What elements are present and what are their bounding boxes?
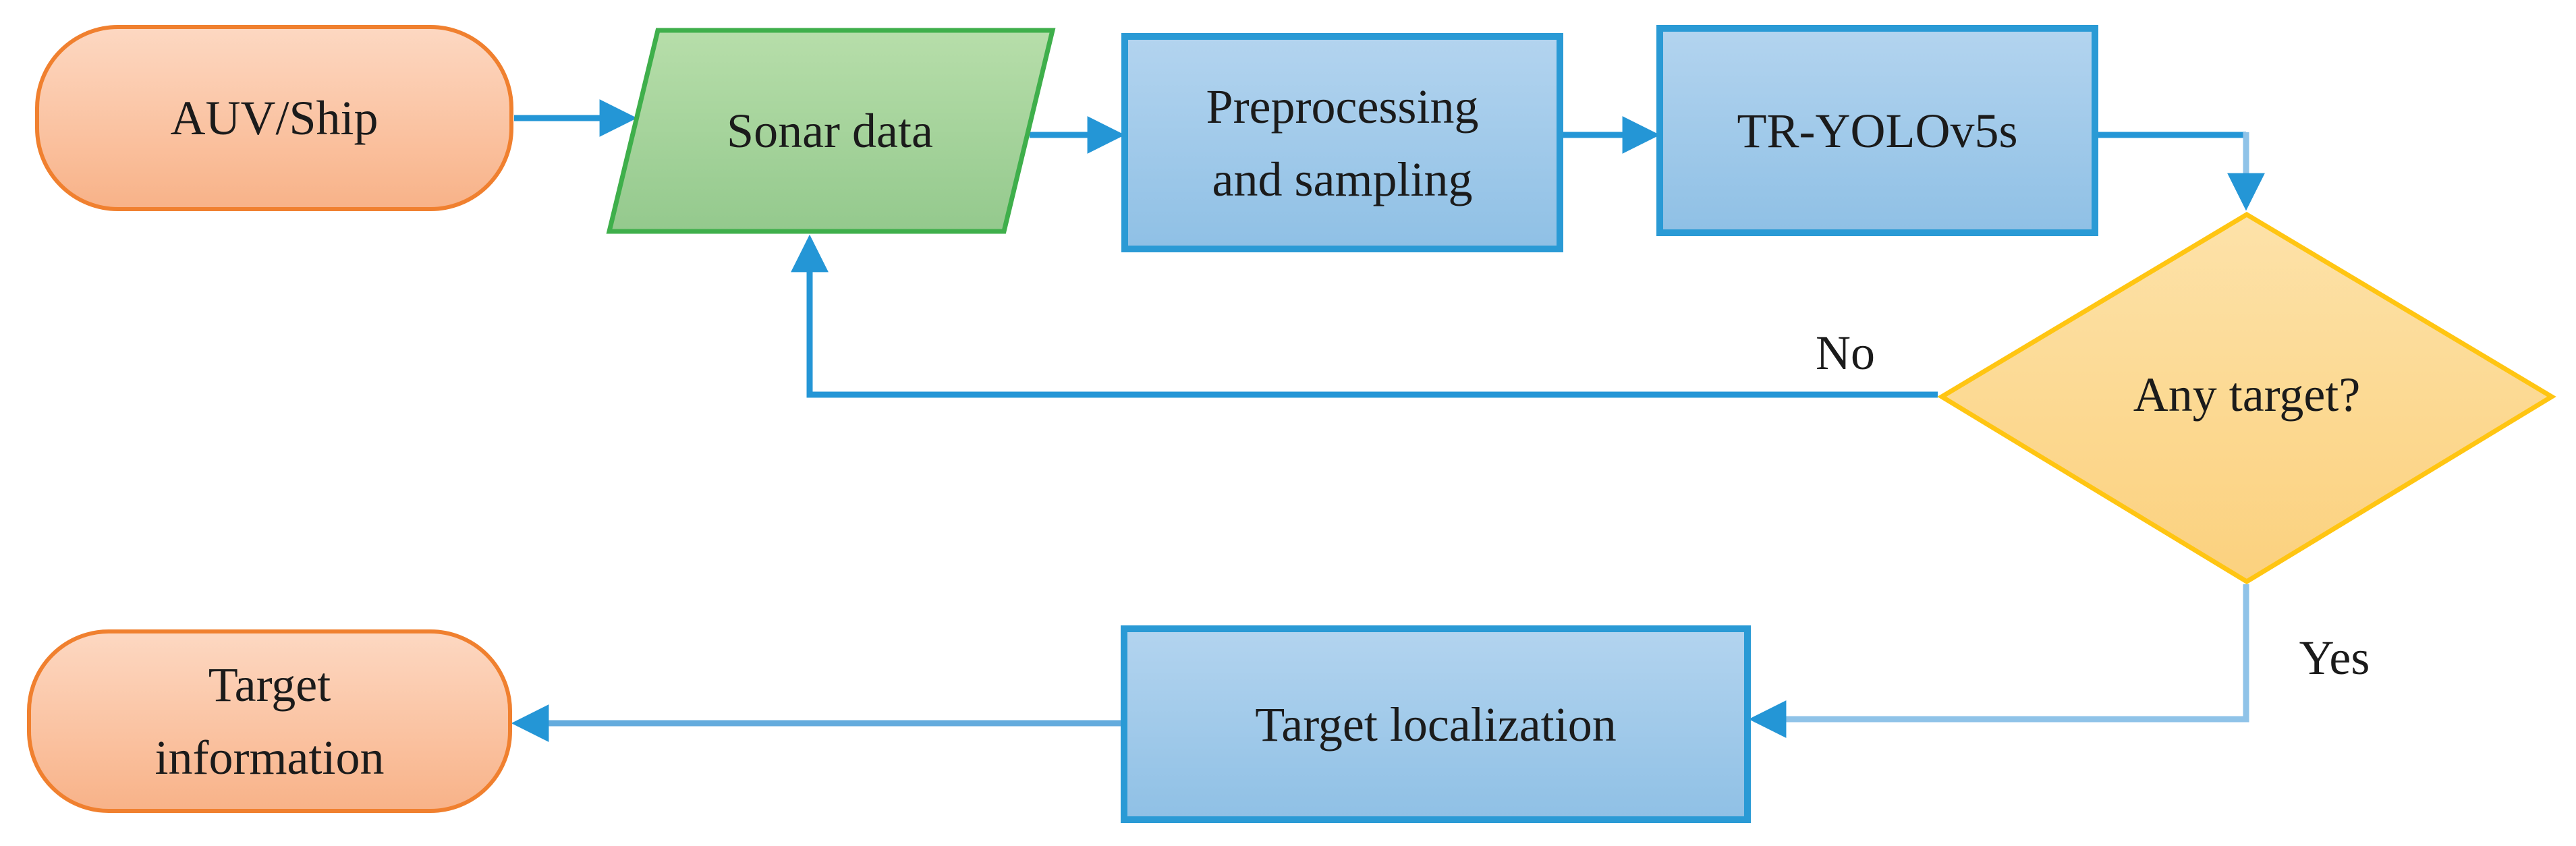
- any-target-shape: [1937, 211, 2556, 585]
- preprocessing-shape: [1121, 33, 1563, 252]
- arrow-yes-anytarget-to-targetlocalization: [1748, 584, 2249, 738]
- tr-yolov5s-shape: [1656, 25, 2098, 236]
- auv-ship-shape: [35, 25, 513, 211]
- target-information-shape: [27, 629, 512, 813]
- target-localization-shape: [1121, 625, 1751, 823]
- arrow-no-anytarget-to-sonardata: [791, 234, 1938, 398]
- sonar-data-shape: [606, 28, 1056, 234]
